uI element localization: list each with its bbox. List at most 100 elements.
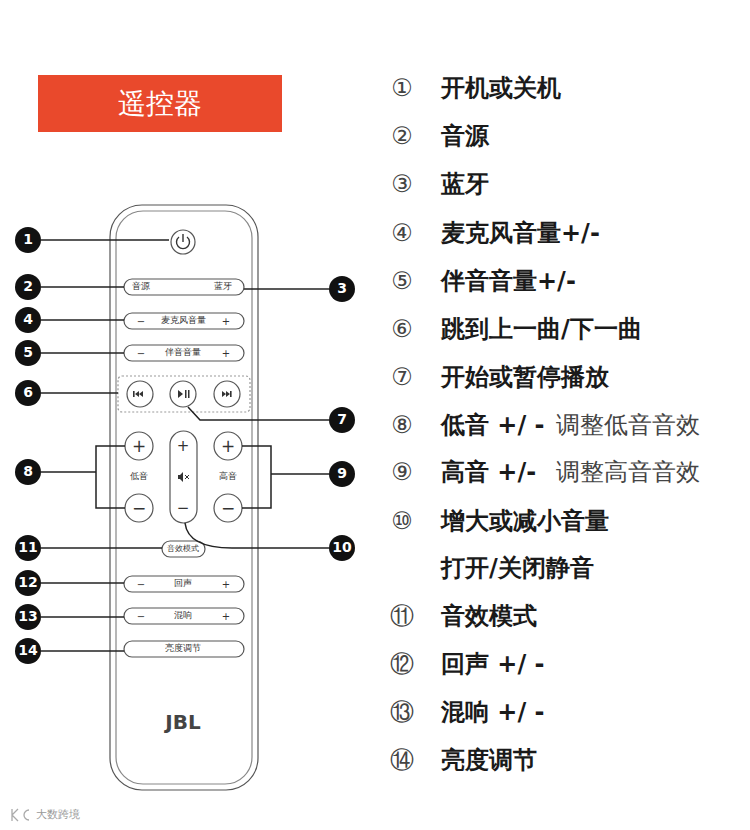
sound-mode-button	[162, 541, 205, 557]
list-number: ⑭	[390, 747, 414, 773]
bracket	[41, 446, 125, 508]
list-text: 低音 +/ -	[441, 412, 545, 438]
callout-number: 8	[23, 464, 33, 479]
callout-number: 2	[23, 279, 33, 294]
list-text: 亮度调节	[441, 747, 537, 773]
watermark: 大数跨境	[36, 809, 80, 821]
leader-line	[41, 286, 124, 288]
leader-line	[41, 616, 124, 618]
leader-line	[41, 352, 124, 354]
play-pause-button	[170, 381, 196, 407]
list-text: 音源	[441, 123, 489, 149]
music-volume-button	[124, 345, 244, 361]
minus-sign: −	[177, 500, 190, 517]
minus-sign: −	[221, 499, 235, 518]
plus-sign: +	[222, 348, 230, 359]
callout-number: 14	[18, 643, 37, 658]
playback-group	[118, 376, 250, 412]
power-icon	[177, 234, 190, 249]
list-text: 音效模式	[441, 603, 537, 629]
title-banner: 遥控器	[38, 75, 282, 132]
callout-number: 1	[23, 232, 33, 247]
list-number: ⑥	[391, 316, 413, 342]
leader-line	[41, 392, 118, 394]
next-icon	[222, 391, 230, 397]
list-text: 开机或关机	[441, 75, 561, 101]
button-label: 回声	[174, 579, 192, 589]
leader-line	[41, 547, 162, 549]
callout-number: 11	[18, 540, 37, 555]
minus-sign: −	[132, 499, 146, 518]
callout-number: 9	[337, 466, 347, 481]
button-label: 麦克风音量	[161, 316, 206, 326]
mute-icon	[178, 472, 183, 482]
callout-circle	[329, 276, 355, 302]
callout-number: 5	[23, 345, 33, 360]
prev-next-button	[127, 381, 153, 407]
callout-number: 10	[332, 540, 351, 555]
treble-minus-button	[214, 494, 242, 522]
list-number: ①	[391, 75, 413, 101]
list-text: 高音 +/-	[441, 459, 536, 485]
button-label: 伴音音量	[165, 348, 201, 358]
list-text: 增大或减小音量	[441, 508, 609, 534]
callout-circle	[329, 407, 355, 433]
plus-sign: +	[222, 611, 230, 622]
callout-circle	[15, 459, 41, 485]
callout-number: 7	[337, 412, 347, 427]
callout-number: 13	[18, 609, 37, 624]
leader-line	[244, 288, 329, 290]
button-label: 低音	[130, 472, 148, 482]
list-text: 麦克风音量+/-	[441, 220, 600, 246]
remote-body	[110, 205, 258, 790]
list-text: 调整低音音效	[556, 412, 700, 438]
button-label: 混响	[174, 611, 192, 621]
callout-number: 12	[18, 575, 37, 590]
callout-number: 6	[23, 385, 33, 400]
leader-line	[41, 650, 124, 652]
callout-circle	[15, 227, 41, 253]
list-number: ④	[391, 220, 413, 246]
pause-icon	[188, 390, 190, 398]
list-text: 回声 +/ -	[441, 651, 545, 677]
treble-plus-button	[214, 432, 242, 460]
callout-circle	[15, 340, 41, 366]
list-number: ⑬	[390, 699, 414, 725]
button-label: 蓝牙	[214, 282, 232, 292]
list-text: 打开/关闭静音	[441, 555, 594, 581]
mic-volume-button	[124, 313, 244, 329]
button-label: 音效模式	[167, 545, 199, 554]
leader-line	[41, 319, 124, 321]
bass-plus-button	[125, 432, 153, 460]
list-text: 跳到上一曲/下一曲	[441, 316, 642, 342]
prev-icon	[133, 391, 135, 397]
echo-button	[124, 576, 244, 592]
list-text: 蓝牙	[441, 171, 489, 197]
callout-circle	[15, 380, 41, 406]
brand-logo: JBL	[165, 711, 200, 733]
list-number: ⑨	[391, 459, 413, 485]
banner-text: 遥控器	[118, 85, 202, 123]
plus-sign: +	[221, 437, 235, 456]
callout-circle	[329, 535, 355, 561]
brightness-button	[124, 641, 244, 657]
button-label: 亮度调节	[165, 644, 201, 654]
callout-circle	[15, 307, 41, 333]
leader-line	[188, 407, 329, 420]
minus-sign: −	[137, 579, 145, 590]
leader-line	[185, 523, 329, 548]
plus-sign: +	[222, 316, 230, 327]
callout-circle	[15, 535, 41, 561]
volume-button	[170, 431, 197, 523]
leader-line	[41, 239, 169, 241]
callout-circle	[15, 570, 41, 596]
list-text: 混响 +/ -	[441, 699, 545, 725]
list-number: ⑫	[390, 651, 414, 677]
callout-circle	[15, 638, 41, 664]
button-label: 高音	[219, 472, 237, 482]
plus-sign: +	[222, 579, 230, 590]
list-text: 伴音音量+/-	[441, 268, 576, 294]
list-number: ⑦	[391, 364, 413, 390]
next-icon	[230, 391, 232, 397]
list-number: ③	[391, 171, 413, 197]
